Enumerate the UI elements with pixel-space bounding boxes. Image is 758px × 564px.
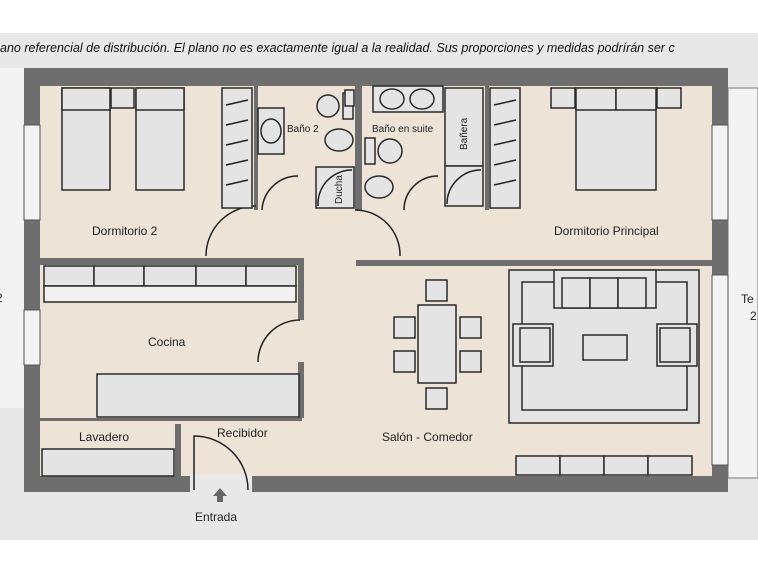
label-bano2: Baño 2: [287, 124, 319, 135]
label-dormitorio-principal: Dormitorio Principal: [554, 224, 659, 238]
pillow: [61, 87, 111, 111]
label-recibidor: Recibidor: [217, 426, 268, 440]
label-entrada: Entrada: [195, 510, 237, 524]
vent: [344, 89, 355, 107]
window: [711, 124, 729, 221]
shower: [444, 165, 484, 207]
right-fragment-label-1: Te: [741, 292, 754, 306]
pillow: [615, 87, 657, 111]
left-neighbor: [0, 68, 24, 408]
door-bano2[interactable]: [261, 175, 299, 211]
door-cocina[interactable]: [257, 319, 301, 363]
disclaimer-text: ano referencial de distribución. El plan…: [0, 41, 675, 55]
nightstand: [110, 87, 135, 109]
entrance-gap: [190, 474, 252, 494]
laundry-counter: [41, 448, 175, 477]
label-lavadero: Lavadero: [79, 430, 129, 444]
label-cocina: Cocina: [148, 335, 186, 349]
sink: [409, 88, 435, 110]
tv-unit: [515, 455, 693, 476]
label-banera: Bañera: [459, 117, 470, 150]
wall-bathrooms: [355, 86, 362, 210]
door-bano-suite[interactable]: [403, 175, 439, 211]
pillow: [575, 87, 617, 111]
nightstand: [656, 87, 682, 109]
closet-hangers: [493, 99, 517, 186]
sink: [379, 88, 405, 110]
window: [711, 274, 729, 466]
right-neighbor: [727, 87, 758, 479]
bidet: [316, 94, 340, 118]
label-dormitorio2: Dormitorio 2: [92, 224, 158, 238]
closet: [489, 87, 521, 209]
living-set: [508, 269, 700, 424]
label-ducha: Ducha: [334, 175, 345, 204]
bathtub: [444, 87, 484, 167]
wall-laundry: [175, 424, 181, 490]
window: [23, 309, 41, 366]
sink: [260, 118, 282, 144]
right-fragment-label-2: 2: [750, 309, 757, 323]
toilet: [377, 138, 403, 164]
shower-door: [317, 169, 353, 207]
wall-closet-right: [485, 86, 489, 210]
dining-set: [393, 279, 482, 410]
wall-kitchen-right-low: [298, 362, 304, 418]
label-salon-comedor: Salón - Comedor: [382, 430, 473, 444]
wall-kitchen-top: [40, 258, 302, 265]
entrance-arrow-icon: [213, 488, 227, 502]
closet: [221, 87, 253, 209]
toilet-tank: [364, 137, 376, 165]
closet-hangers: [225, 99, 249, 186]
wall-closet-left: [254, 86, 258, 210]
wall-living-top: [356, 260, 712, 266]
bidet: [364, 175, 394, 199]
wall-kitchen-bottom: [40, 418, 302, 421]
toilet: [324, 128, 354, 152]
left-fragment-label: 2: [0, 291, 3, 305]
window: [23, 124, 41, 221]
kitchen-counter: [43, 265, 297, 303]
label-bano-suite: Baño en suite: [372, 124, 434, 135]
wall-kitchen-right: [298, 258, 304, 320]
shower-door: [446, 169, 482, 205]
kitchen-island: [96, 373, 300, 418]
door-dormitorio-principal[interactable]: [354, 209, 401, 257]
pillow: [135, 87, 185, 111]
nightstand: [550, 87, 576, 109]
door-entrada[interactable]: [193, 435, 249, 491]
